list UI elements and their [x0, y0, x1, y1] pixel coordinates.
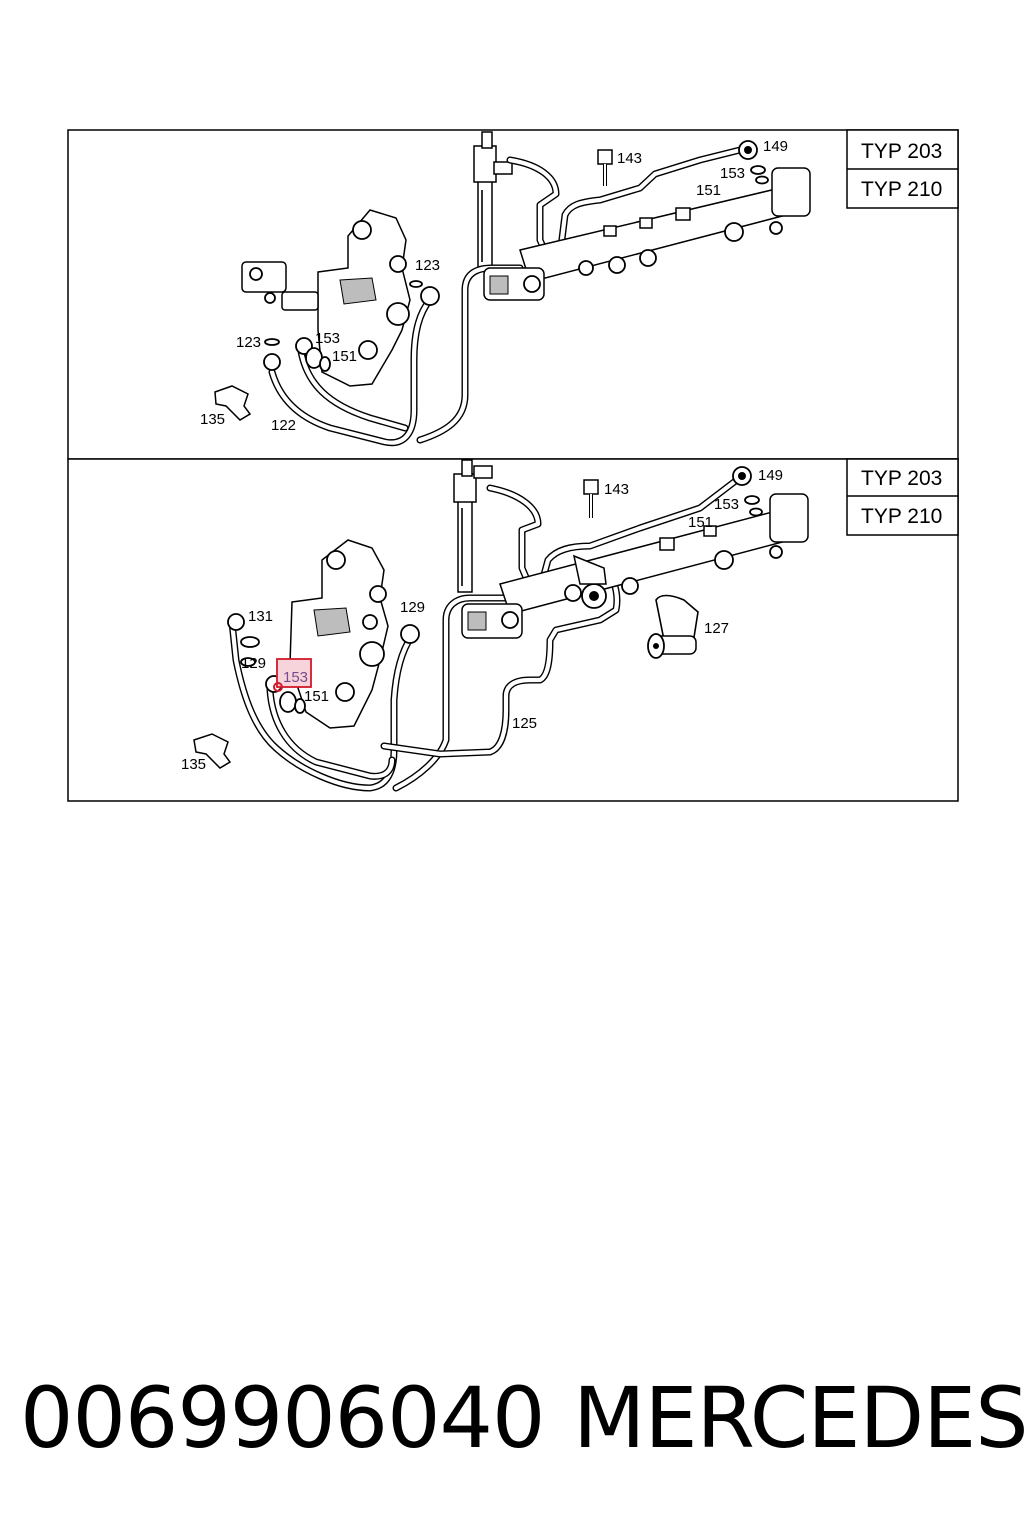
pressure-valve	[572, 554, 607, 609]
callout-135: 135	[181, 756, 206, 773]
callout-135: 135	[200, 411, 225, 428]
callout-127: 127	[704, 620, 729, 637]
type-label: TYP 210	[861, 505, 942, 528]
pump-fittings	[214, 280, 440, 421]
callout-125: 125	[512, 715, 537, 732]
fuel-line-129	[228, 618, 416, 792]
callout-153: 153	[720, 165, 745, 182]
callout-153: 153	[283, 669, 308, 686]
type-label: TYP 203	[861, 467, 942, 490]
callout-151: 151	[304, 688, 329, 705]
callout-153: 153	[714, 496, 739, 513]
banjo-fitting	[738, 140, 769, 185]
fuel-line-rail	[416, 146, 744, 444]
callout-123: 123	[415, 257, 440, 274]
pump-fittings	[193, 613, 420, 769]
panel-bottom: TYP 203 TYP 210	[67, 458, 959, 802]
type-label: TYP 203	[861, 140, 942, 163]
fuel-line-125	[380, 472, 746, 792]
fuel-line-122	[268, 296, 434, 447]
banjo-fitting	[732, 466, 763, 517]
bolt-143	[583, 479, 599, 518]
callout-153: 153	[315, 330, 340, 347]
type-box: TYP 203 TYP 210	[846, 129, 959, 209]
callout-129: 129	[241, 655, 266, 672]
brand-name: MERCEDES	[573, 1369, 1024, 1467]
type-box: TYP 203 TYP 210	[846, 458, 959, 536]
highlighted-callout-153[interactable]: 153	[273, 658, 312, 692]
high-pressure-pump	[289, 539, 389, 729]
bolt-143	[597, 149, 613, 186]
callout-149: 149	[763, 138, 788, 155]
callout-149: 149	[758, 467, 783, 484]
callout-151: 151	[688, 514, 713, 531]
part-number: 0069906040	[20, 1369, 545, 1467]
pressure-sensor	[483, 267, 545, 301]
connector-127	[647, 594, 699, 659]
callout-143: 143	[617, 150, 642, 167]
fuel-rail	[519, 167, 811, 283]
type-label: TYP 210	[861, 178, 942, 201]
callout-151: 151	[332, 348, 357, 365]
callout-129: 129	[400, 599, 425, 616]
callout-123: 123	[236, 334, 261, 351]
callout-151: 151	[696, 182, 721, 199]
injector	[453, 459, 493, 593]
callout-131: 131	[248, 608, 273, 625]
high-pressure-pump	[241, 209, 411, 387]
pressure-sensor	[461, 603, 523, 639]
callout-122: 122	[271, 417, 296, 434]
callout-143: 143	[604, 481, 629, 498]
panel-top: TYP 203 TYP 210	[67, 129, 959, 460]
